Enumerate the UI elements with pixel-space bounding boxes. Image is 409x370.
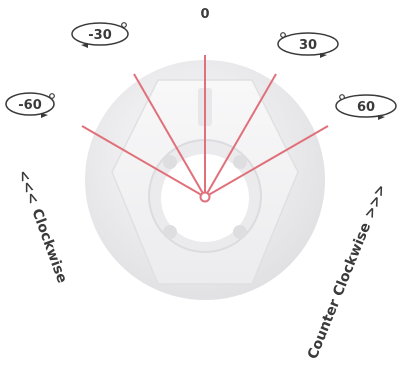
angle-label-plus-60: 60 [335, 94, 397, 120]
angle-label-text: 0 [200, 7, 209, 22]
clockwise-label: <<<Clockwise [14, 168, 70, 285]
pivot-point [199, 191, 211, 203]
rotate-arrow-icon [71, 22, 129, 46]
rotate-arrow-icon [5, 92, 55, 116]
angle-label-minus-30: -30 [71, 22, 129, 48]
angle-label-text: 60 [357, 100, 375, 115]
angle-label-text: -60 [18, 98, 42, 113]
clockwise-arrows: <<< [14, 168, 41, 207]
angle-label-plus-30: 30 [277, 32, 339, 58]
guide-line [204, 73, 277, 198]
angle-label-zero: 0 [200, 7, 209, 22]
guide-line [204, 125, 329, 198]
angle-label-text: 30 [299, 38, 317, 53]
counter-clockwise-arrows: >>> [362, 182, 390, 221]
angle-label-text: -30 [88, 28, 112, 43]
counter-clockwise-text: Counter Clockwise [305, 220, 374, 361]
rotate-arrow-icon [335, 94, 397, 118]
guide-line [133, 73, 206, 198]
hole-tabs [163, 155, 247, 239]
rotate-arrow-icon [277, 32, 339, 56]
angle-label-minus-60: -60 [5, 92, 55, 118]
clockwise-text: Clockwise [28, 207, 70, 286]
guide-lines [81, 55, 329, 198]
guide-line [81, 125, 206, 198]
